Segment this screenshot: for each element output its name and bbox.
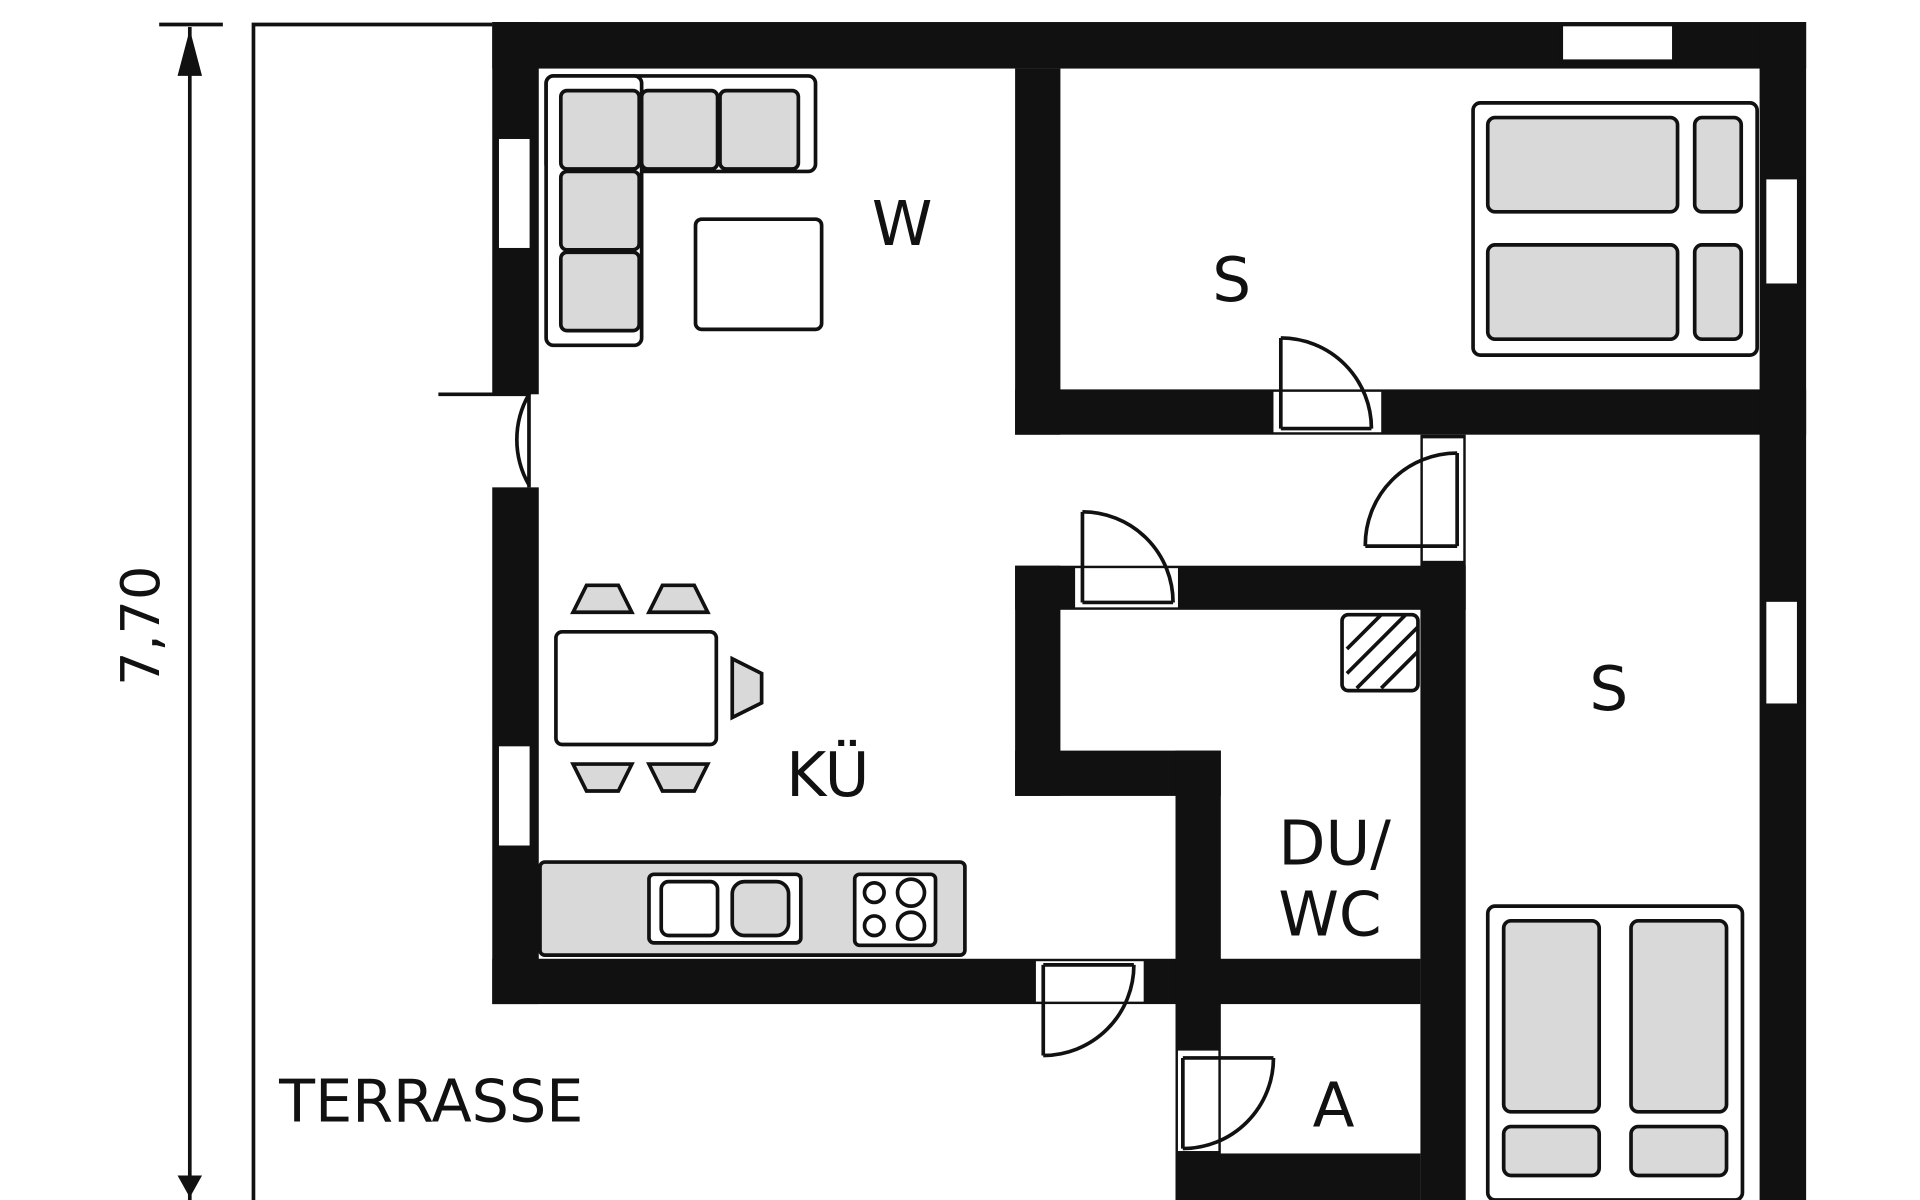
room-label-bedroom-top: S [1212,245,1251,316]
room-label-storage: A [1313,1071,1355,1142]
terrace-outline [251,22,493,1200]
bed-top [1471,101,1759,357]
room-label-bathroom-2: WC [1278,880,1381,951]
room-label-kitchen: KÜ [786,740,869,811]
dining-set [554,583,764,793]
bed-right [1485,904,1745,1200]
shower-tray [1340,612,1420,693]
kitchen-counter [538,860,967,957]
room-label-living: W [872,189,933,260]
height-dimension-label: 7,70 [109,566,172,686]
room-label-terrace: TERRASSE [278,1067,583,1136]
doors[interactable] [438,336,1464,1152]
windows [495,22,1801,850]
dimension-line [159,22,223,1200]
sofa [544,74,818,348]
coffee-table [693,217,824,332]
room-label-bathroom-1: DU/ [1278,808,1391,879]
room-label-bedroom-right: S [1589,654,1628,725]
